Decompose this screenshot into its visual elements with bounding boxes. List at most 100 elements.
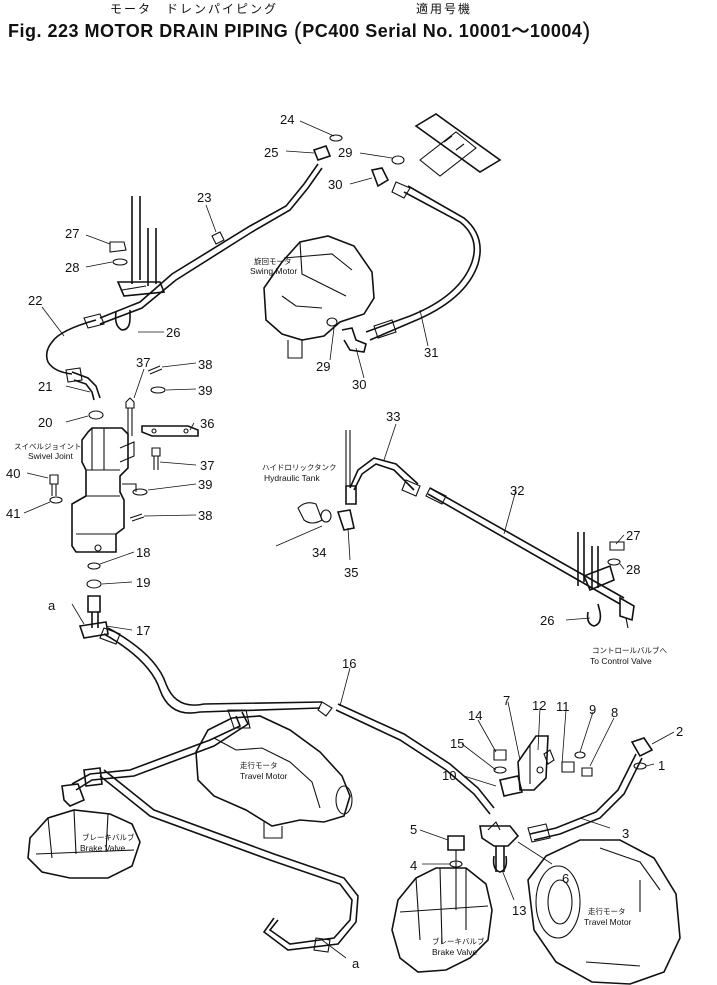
open-paren: ( — [293, 18, 303, 45]
callout: 17 — [136, 623, 150, 638]
tee-6 — [479, 821, 520, 872]
callout: 35 — [344, 565, 358, 580]
callout: 19 — [136, 575, 150, 590]
brake-valve-right — [391, 867, 493, 973]
callout: 24 — [280, 112, 294, 127]
callout: 32 — [510, 483, 524, 498]
travel-motor-right-label-jp: 走行モータ — [588, 906, 626, 916]
serial-range: PC400 Serial No. 10001～10004 — [302, 21, 583, 41]
callout: 33 — [386, 409, 400, 424]
callout: 26 — [166, 325, 180, 340]
callout: 39 — [198, 383, 212, 398]
bracket-7 — [517, 735, 549, 791]
callout: 27 — [626, 528, 640, 543]
hose-22 — [45, 313, 105, 383]
callout-numbers: 24 25 29 30 23 27 28 26 22 29 30 31 37 3… — [6, 112, 683, 971]
bracket-stand-left — [116, 196, 166, 297]
callout: 4 — [410, 858, 417, 873]
swing-motor-label-jp: 旋回モータ — [254, 256, 292, 266]
jp-model-label: 適用号機 — [416, 2, 473, 16]
callout: 37 — [136, 355, 150, 370]
callout: 15 — [450, 736, 464, 751]
jp-title: モータ ドレンパイピング — [110, 2, 279, 16]
bolt-37-lower — [151, 447, 161, 470]
upper-frame-bracket — [414, 113, 502, 177]
elbow-21 — [71, 371, 101, 401]
left-branch-lines — [61, 709, 359, 953]
callout: 23 — [197, 190, 211, 205]
nut-27-28-left — [109, 241, 128, 266]
swing-motor-label: Swing Motor — [250, 266, 297, 276]
swivel-joint-label-jp: スイベルジョイント — [14, 442, 82, 451]
callout: 34 — [312, 545, 326, 560]
pins-and-washers — [49, 365, 166, 589]
control-valve-label-jp: コントロールバルブへ — [592, 645, 667, 655]
callout: 5 — [410, 822, 417, 837]
bolt-37-upper — [125, 397, 135, 436]
clip-13 — [492, 855, 508, 873]
callout: 40 — [6, 466, 20, 481]
figure-title-line: Fig. 223 MOTOR DRAIN PIPING (PC400 Seria… — [8, 16, 591, 45]
travel-motor-left — [195, 715, 353, 839]
callout: 12 — [532, 698, 546, 713]
fitting-5-4 — [447, 835, 465, 910]
callout: 11 — [556, 699, 570, 714]
callout: 9 — [589, 702, 596, 717]
travel-motor-right-label: Travel Motor — [584, 917, 632, 927]
callout: 14 — [468, 708, 482, 723]
callout: 8 — [611, 705, 618, 720]
brake-valve-right-label: Brake Valve — [432, 947, 477, 957]
tube-33 — [349, 457, 421, 497]
small-parts-right — [493, 749, 593, 797]
tube-32 — [425, 487, 635, 629]
nut-27-28-right — [607, 541, 625, 566]
callout: 22 — [28, 293, 42, 308]
elbow-30-upper — [370, 155, 405, 188]
bracket-stand-right — [577, 532, 615, 592]
figure-title: Fig. 223 MOTOR DRAIN PIPING — [8, 21, 289, 41]
callout: 10 — [442, 768, 456, 783]
swivel-joint — [71, 427, 137, 553]
component-labels: 旋回モータ Swing Motor スイベルジョイント Swivel Joint… — [14, 256, 667, 957]
callout: 2 — [676, 724, 683, 739]
travel-motor-left-label-jp: 走行モータ — [240, 760, 278, 770]
brake-valve-right-label-jp: ブレーキバルブ — [432, 936, 485, 946]
swivel-joint-label: Swivel Joint — [28, 451, 74, 461]
brake-valve-left-label: Brake Valve — [80, 843, 125, 853]
callout: 29 — [338, 145, 352, 160]
clip-26-right — [586, 603, 602, 627]
callout: 7 — [503, 693, 510, 708]
close-paren: ) — [582, 18, 591, 45]
travel-motor-right — [527, 839, 681, 985]
brake-valve-left — [27, 809, 141, 879]
leader-lines — [23, 120, 675, 959]
hose-3 — [527, 753, 643, 843]
callout: 25 — [264, 145, 278, 160]
callout: 38 — [198, 508, 212, 523]
callout: 28 — [65, 260, 79, 275]
brake-valve-left-label-jp: ブレーキバルブ — [82, 832, 135, 842]
connection-marker-a: a — [48, 598, 56, 613]
tank-stub — [297, 430, 357, 531]
elbow-30-lower — [341, 327, 367, 353]
callout: 41 — [6, 506, 20, 521]
fitting-17 — [78, 595, 109, 639]
callout: 31 — [424, 345, 438, 360]
travel-motor-left-label: Travel Motor — [240, 771, 288, 781]
hose-31 — [365, 181, 481, 341]
callout: 27 — [65, 226, 79, 241]
callout: 26 — [540, 613, 554, 628]
callout: 21 — [38, 379, 52, 394]
callout: 30 — [328, 177, 342, 192]
fitting-2 — [630, 737, 654, 770]
callout: 16 — [342, 656, 356, 671]
callout: 30 — [352, 377, 366, 392]
tube-23 — [99, 163, 323, 325]
callout: 39 — [198, 477, 212, 492]
fitting-24-25 — [312, 134, 343, 161]
callout: 13 — [512, 903, 526, 918]
callout: 20 — [38, 415, 52, 430]
hydraulic-tank-label: Hydraulic Tank — [264, 473, 320, 483]
callout: 18 — [136, 545, 150, 560]
